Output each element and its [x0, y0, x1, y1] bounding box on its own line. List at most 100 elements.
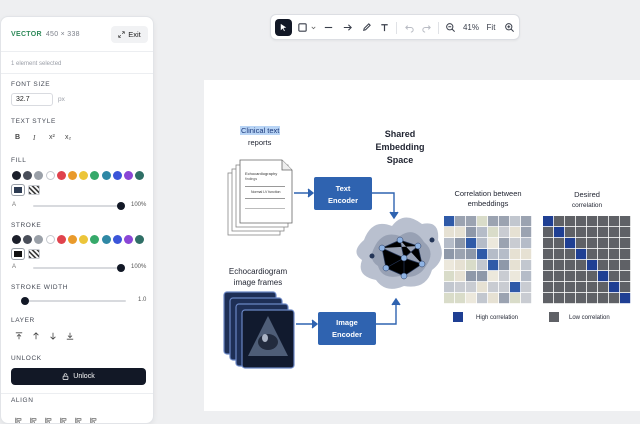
stroke-swatch[interactable]	[79, 235, 89, 244]
stroke-width-slider[interactable]	[22, 300, 126, 302]
pencil-icon	[362, 23, 371, 31]
align-middle-button[interactable]	[75, 412, 83, 423]
matrix-cell	[620, 293, 631, 304]
matrix-cell	[543, 216, 554, 227]
italic-button[interactable]: I	[33, 134, 36, 142]
matrix-cell	[499, 249, 510, 260]
fill-swatch[interactable]	[90, 171, 100, 180]
stroke-opacity-slider[interactable]	[33, 267, 121, 269]
stroke-transparent-toggle[interactable]	[28, 249, 40, 259]
fill-swatch[interactable]	[79, 171, 89, 180]
pen-tool-button[interactable]	[359, 19, 373, 36]
stroke-swatch[interactable]	[34, 235, 44, 244]
stroke-swatch[interactable]	[124, 235, 133, 244]
canvas-area[interactable]: Clinical text reports Echocardiography f…	[204, 80, 640, 411]
fill-transparent-toggle[interactable]	[28, 185, 40, 195]
fill-opacity-slider[interactable]	[33, 205, 121, 207]
align-right-button[interactable]	[45, 412, 53, 423]
matrix-cell	[444, 238, 455, 249]
matrix-cell	[521, 227, 532, 238]
matrix-cell	[620, 227, 631, 238]
stroke-swatch[interactable]	[112, 235, 122, 244]
fill-swatch[interactable]	[135, 171, 145, 180]
matrix-cell	[466, 216, 477, 227]
stroke-swatch[interactable]	[23, 235, 33, 244]
font-size-input[interactable]: 32.7	[11, 93, 53, 106]
superscript-button[interactable]: x²	[49, 134, 55, 141]
stroke-opacity-knob[interactable]	[117, 264, 125, 272]
send-to-back-icon	[66, 332, 74, 340]
fill-opacity-knob[interactable]	[117, 202, 125, 210]
redo-button[interactable]	[419, 19, 433, 36]
align-top-button[interactable]	[60, 412, 68, 423]
fill-current-color[interactable]	[12, 185, 24, 195]
matrix-cell	[477, 260, 488, 271]
fill-swatch[interactable]	[45, 171, 55, 180]
matrix-cell	[488, 271, 499, 282]
doc-title: Echocardiography	[245, 171, 278, 176]
zoom-in-icon	[504, 23, 514, 32]
layer-label: LAYER	[11, 317, 35, 324]
zoom-out-button[interactable]	[443, 19, 457, 36]
font-size-unit: px	[58, 96, 65, 103]
matrix-cell	[510, 238, 521, 249]
matrix-cell	[598, 238, 609, 249]
matrix-cell	[543, 282, 554, 293]
matrix-cell	[598, 227, 609, 238]
fill-swatch[interactable]	[34, 171, 44, 180]
fit-button[interactable]: Fit	[486, 23, 496, 32]
rectangle-tool-button[interactable]	[296, 19, 309, 36]
stroke-swatch[interactable]	[12, 235, 21, 244]
subscript-button[interactable]: x₂	[65, 134, 72, 141]
selection-info: 1 element selected	[11, 61, 62, 67]
bring-to-front-button[interactable]	[15, 332, 23, 342]
zoom-in-button[interactable]	[502, 19, 516, 36]
matrix-cell	[444, 282, 455, 293]
clinical-text-label[interactable]: Clinical text	[240, 126, 281, 135]
bring-forward-button[interactable]	[32, 332, 40, 342]
shape-dropdown-chevron[interactable]	[309, 19, 317, 36]
arrow-tool-button[interactable]	[340, 19, 354, 36]
align-bottom-button[interactable]	[90, 412, 98, 423]
stroke-swatch[interactable]	[90, 235, 100, 244]
stroke-swatch[interactable]	[56, 235, 66, 244]
bring-to-front-icon	[15, 332, 23, 340]
redo-icon	[421, 25, 431, 33]
image-encoder-line1: Image	[336, 318, 358, 327]
bold-button[interactable]: B	[15, 134, 21, 141]
align-center-button[interactable]	[30, 412, 38, 423]
legend-high-swatch	[453, 312, 463, 322]
pointer-tool-button[interactable]	[275, 19, 292, 36]
matrix-cell	[587, 282, 598, 293]
fill-swatch[interactable]	[112, 171, 122, 180]
matrix-cell	[554, 249, 565, 260]
fill-swatch[interactable]	[101, 171, 111, 180]
stroke-swatch[interactable]	[68, 235, 77, 244]
matrix-cell	[576, 282, 587, 293]
matrix-cell	[499, 260, 510, 271]
fill-swatch[interactable]	[56, 171, 66, 180]
matrix-cell	[587, 227, 598, 238]
text-tool-button[interactable]	[377, 19, 391, 36]
matrix-cell	[499, 293, 510, 304]
fill-swatch[interactable]	[68, 171, 77, 180]
exit-button[interactable]: Exit	[111, 26, 148, 43]
stroke-label: STROKE	[11, 222, 42, 229]
undo-button[interactable]	[402, 19, 416, 36]
fill-swatch[interactable]	[124, 171, 133, 180]
stroke-swatch[interactable]	[45, 235, 55, 244]
fill-swatch[interactable]	[23, 171, 33, 180]
matrix-cell	[543, 293, 554, 304]
matrix-cell	[576, 271, 587, 282]
stroke-width-knob[interactable]	[21, 297, 29, 305]
send-backward-button[interactable]	[49, 332, 57, 342]
stroke-swatch[interactable]	[135, 235, 145, 244]
send-to-back-button[interactable]	[66, 332, 74, 342]
line-tool-button[interactable]	[321, 19, 335, 36]
align-left-button[interactable]	[15, 412, 23, 423]
stroke-current-color[interactable]	[12, 249, 24, 259]
desired-correlation-matrix	[543, 216, 631, 304]
unlock-button[interactable]: Unlock	[11, 368, 146, 385]
stroke-swatch[interactable]	[101, 235, 111, 244]
fill-swatch[interactable]	[12, 171, 21, 180]
